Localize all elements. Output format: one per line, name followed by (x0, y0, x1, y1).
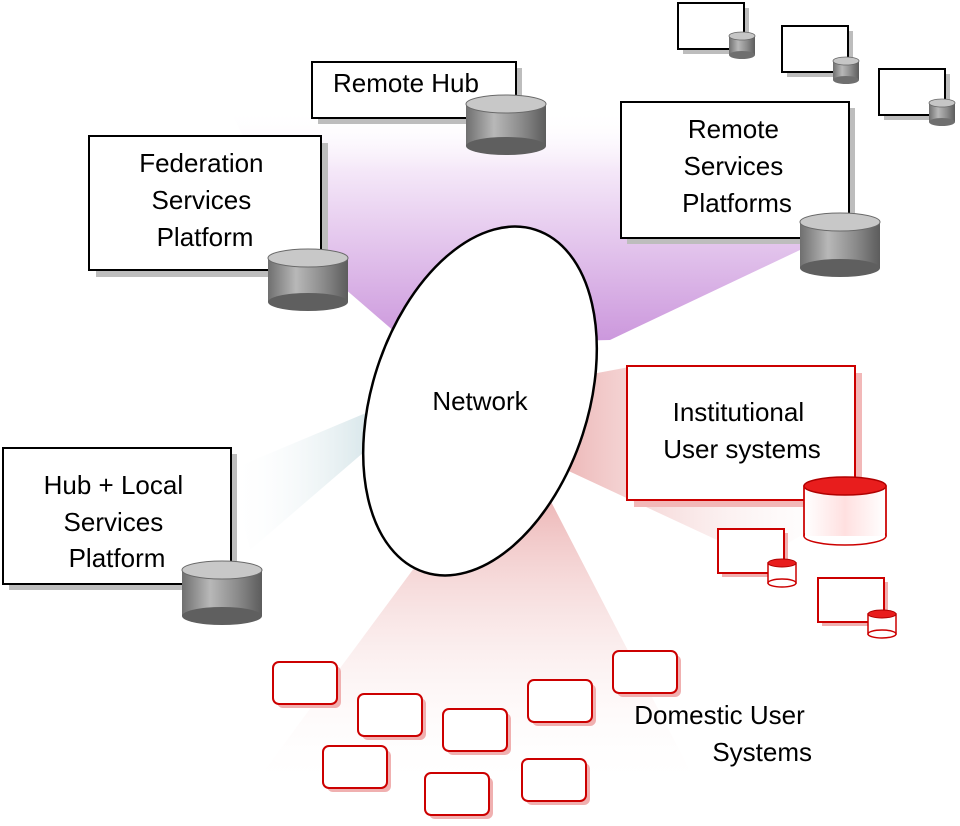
database-icon (767, 558, 797, 588)
domestic-system-box (424, 772, 493, 819)
hub-local-node: Hub + Local Services Platform (2, 447, 263, 625)
institutional-small-2 (817, 577, 897, 639)
database-icon (181, 560, 263, 625)
network-node: Network (361, 225, 599, 577)
institutional-small-1 (717, 528, 797, 588)
database-icon (267, 248, 349, 311)
domestic-system-box (521, 758, 590, 805)
database-icon (803, 476, 887, 546)
database-icon (928, 98, 956, 126)
domestic-system-box (612, 650, 681, 697)
domestic-system-box (272, 661, 341, 708)
domestic-system-box (357, 693, 426, 740)
remote-hub-label: Remote Hub (333, 68, 479, 98)
remote-platform-small-1 (677, 2, 756, 59)
remote-platform-small-3 (878, 68, 956, 126)
database-icon (465, 94, 547, 155)
database-icon (867, 609, 897, 639)
remote-services-node: Remote Services Platforms (620, 101, 881, 277)
domestic-systems (272, 650, 681, 819)
remote-platform-small-2 (781, 25, 860, 84)
database-icon (832, 56, 860, 84)
hub-local-label: Hub + Local Services Platform (44, 470, 191, 573)
network-label: Network (432, 386, 528, 416)
domestic-system-box (442, 708, 511, 755)
institutional-label: Institutional User systems (663, 397, 820, 464)
remote-hub-node: Remote Hub (311, 61, 547, 155)
database-icon (728, 31, 756, 59)
beam-hub-local (230, 405, 385, 550)
federation-node: Federation Services Platform (88, 135, 349, 311)
domestic-label: Domestic User Systems (634, 700, 812, 767)
remote-services-label: Remote Services Platforms (682, 114, 792, 218)
domestic-system-box (527, 679, 596, 726)
domestic-system-box (322, 745, 391, 792)
database-icon (799, 212, 881, 277)
federation-label: Federation Services Platform (139, 148, 271, 252)
institutional-node: Institutional User systems (626, 365, 887, 546)
